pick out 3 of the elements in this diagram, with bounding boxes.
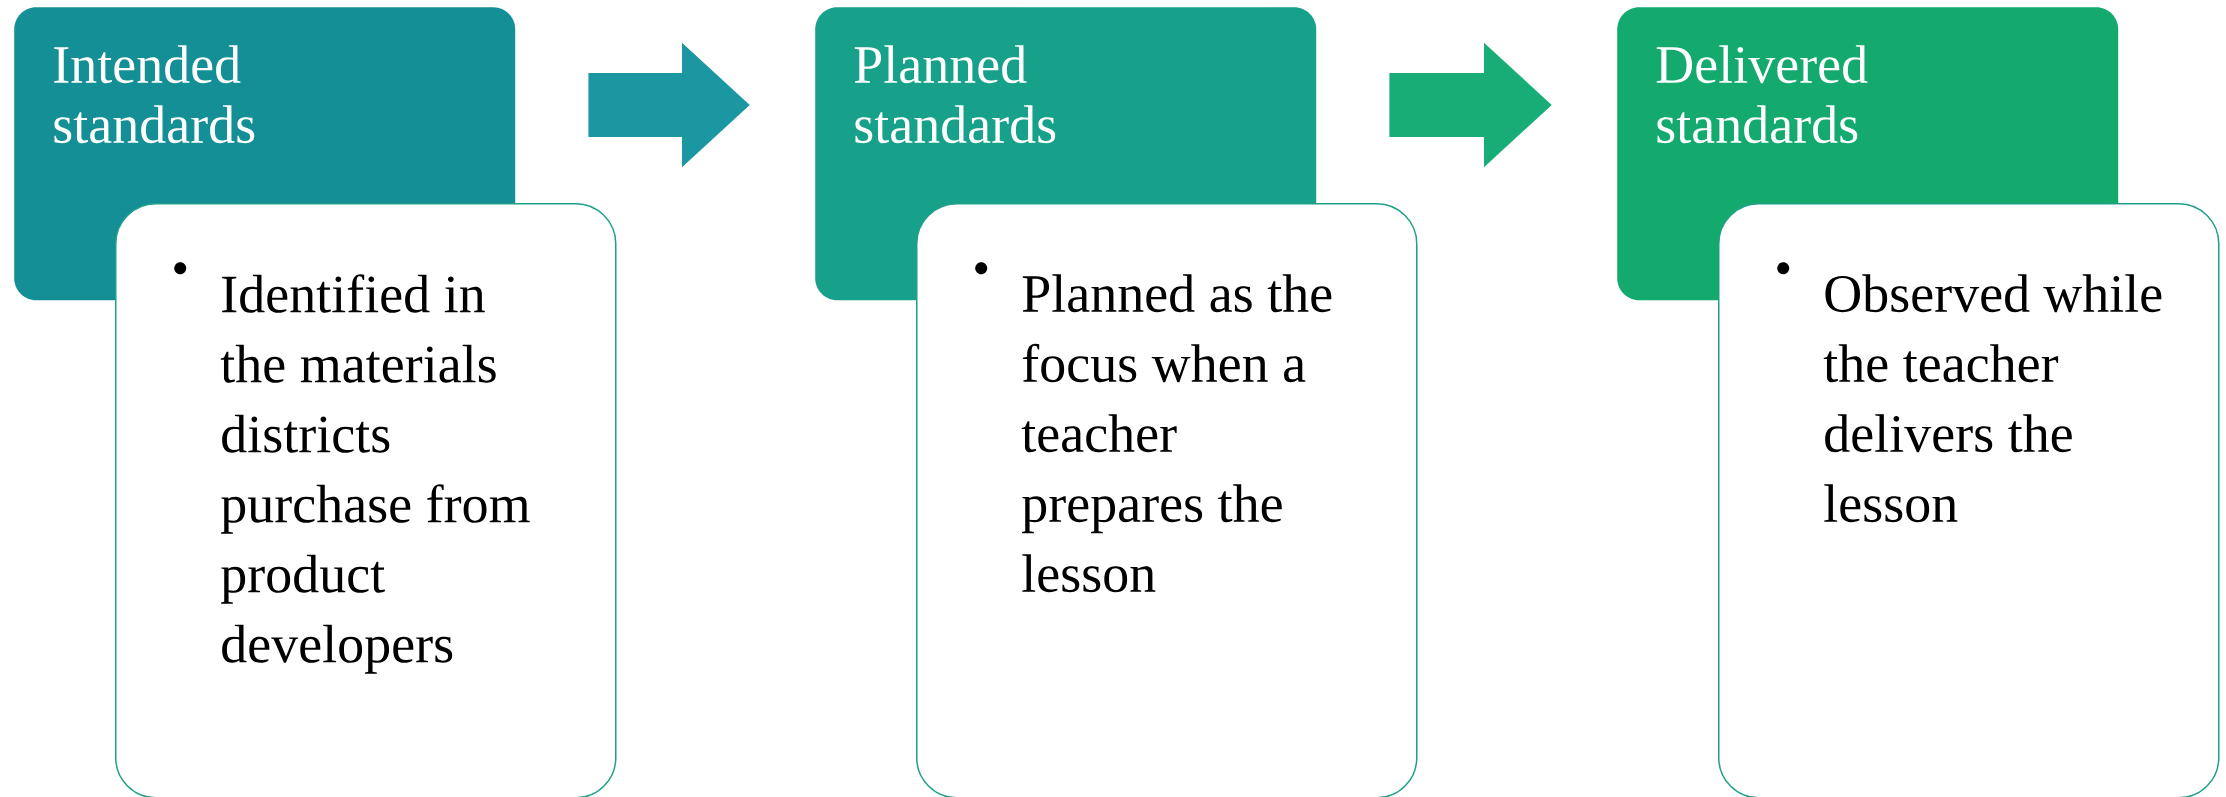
- bullet-box: Observed while the teacher delivers the lesson: [1718, 203, 2220, 797]
- bullet-box: Planned as the focus when a teacher prepares the lesson: [916, 203, 1418, 797]
- bullet-box: Identified in the materials districts purchase from product developers: [115, 203, 617, 797]
